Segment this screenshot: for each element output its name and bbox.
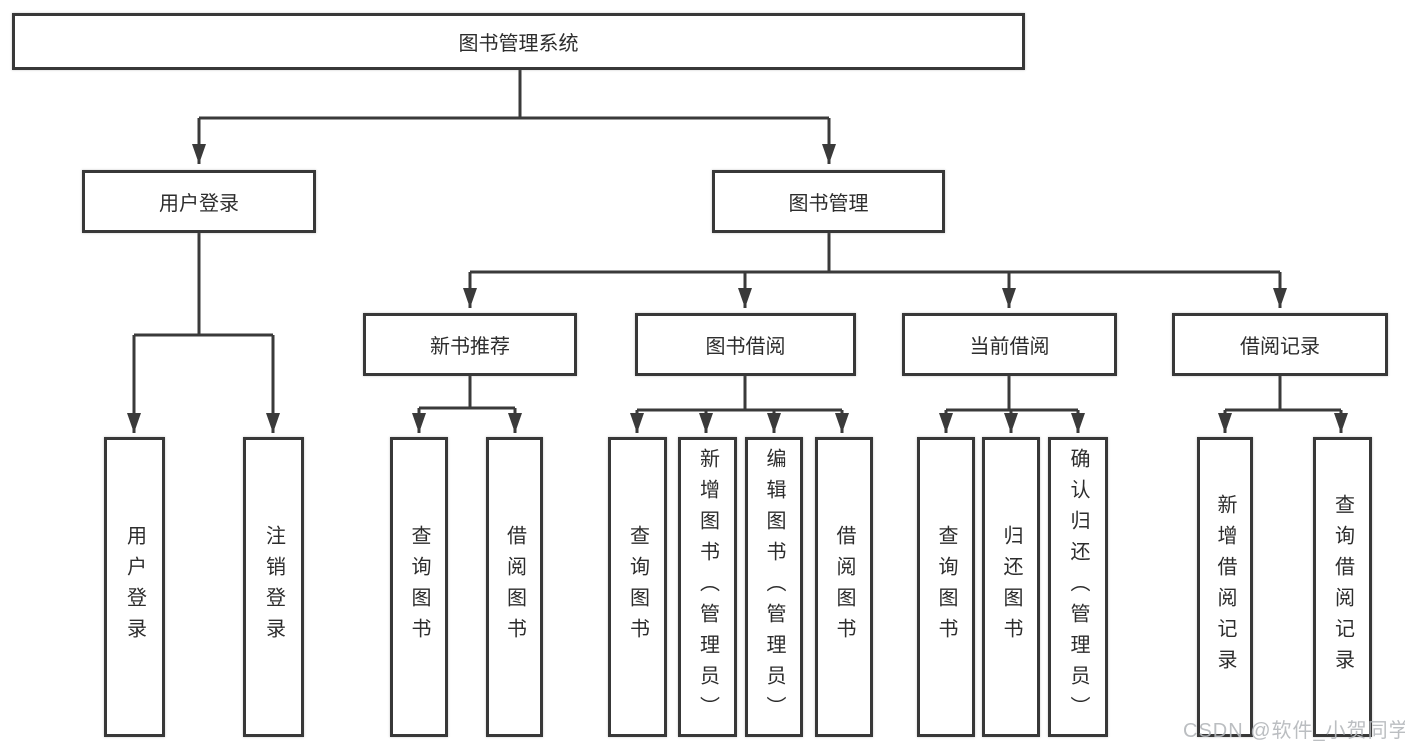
node-leaf-edit-book-admin-label: 编辑图书（管理员） <box>763 447 785 727</box>
node-current-borrow-label: 当前借阅 <box>969 336 1050 358</box>
node-leaf-borrow-books-1: 借阅图书 <box>486 437 543 737</box>
node-new-book-recommend: 新书推荐 <box>363 313 577 376</box>
node-leaf-query-books-3: 查询图书 <box>917 437 975 737</box>
node-leaf-user-login: 用户登录 <box>104 437 165 737</box>
node-book-borrow: 图书借阅 <box>635 313 856 376</box>
node-current-borrow: 当前借阅 <box>902 313 1117 376</box>
node-leaf-query-books-2: 查询图书 <box>608 437 667 737</box>
node-book-management: 图书管理 <box>712 170 945 233</box>
node-leaf-query-books-2-label: 查询图书 <box>626 525 649 649</box>
node-leaf-query-books-1-label: 查询图书 <box>408 525 430 649</box>
node-leaf-add-borrow-record-label: 新增借阅记录 <box>1214 494 1236 680</box>
node-leaf-query-borrow-record: 查询借阅记录 <box>1313 437 1372 737</box>
node-leaf-query-books-1: 查询图书 <box>390 437 448 737</box>
node-leaf-return-book-label: 归还图书 <box>1000 525 1022 649</box>
node-leaf-query-borrow-record-label: 查询借阅记录 <box>1331 494 1354 680</box>
watermark: CSDN @软件_小贺同学 <box>1183 720 1405 742</box>
node-root: 图书管理系统 <box>12 13 1025 70</box>
node-leaf-return-book: 归还图书 <box>982 437 1040 737</box>
node-leaf-borrow-books-2-label: 借阅图书 <box>833 525 855 649</box>
node-leaf-borrow-books-1-label: 借阅图书 <box>503 525 526 649</box>
node-leaf-add-borrow-record: 新增借阅记录 <box>1197 437 1253 737</box>
node-borrow-records: 借阅记录 <box>1172 313 1388 376</box>
node-leaf-confirm-return-admin: 确认归还（管理员） <box>1048 437 1108 737</box>
node-leaf-user-login-label: 用户登录 <box>123 525 146 649</box>
node-borrow-records-label: 借阅记录 <box>1240 336 1320 358</box>
node-leaf-logout: 注销登录 <box>243 437 304 737</box>
node-book-management-label: 图书管理 <box>788 193 869 215</box>
node-user-login-label: 用户登录 <box>159 193 239 215</box>
node-root-label: 图书管理系统 <box>458 33 579 55</box>
node-book-borrow-label: 图书借阅 <box>705 336 786 358</box>
node-leaf-add-book-admin-label: 新增图书（管理员） <box>696 447 719 727</box>
node-leaf-logout-label: 注销登录 <box>262 525 285 649</box>
node-new-book-recommend-label: 新书推荐 <box>430 336 510 358</box>
node-leaf-edit-book-admin: 编辑图书（管理员） <box>745 437 803 737</box>
node-leaf-borrow-books-2: 借阅图书 <box>815 437 873 737</box>
node-leaf-query-books-3-label: 查询图书 <box>935 525 957 649</box>
node-leaf-add-book-admin: 新增图书（管理员） <box>678 437 737 737</box>
node-user-login: 用户登录 <box>82 170 316 233</box>
node-leaf-confirm-return-admin-label: 确认归还（管理员） <box>1067 447 1089 727</box>
